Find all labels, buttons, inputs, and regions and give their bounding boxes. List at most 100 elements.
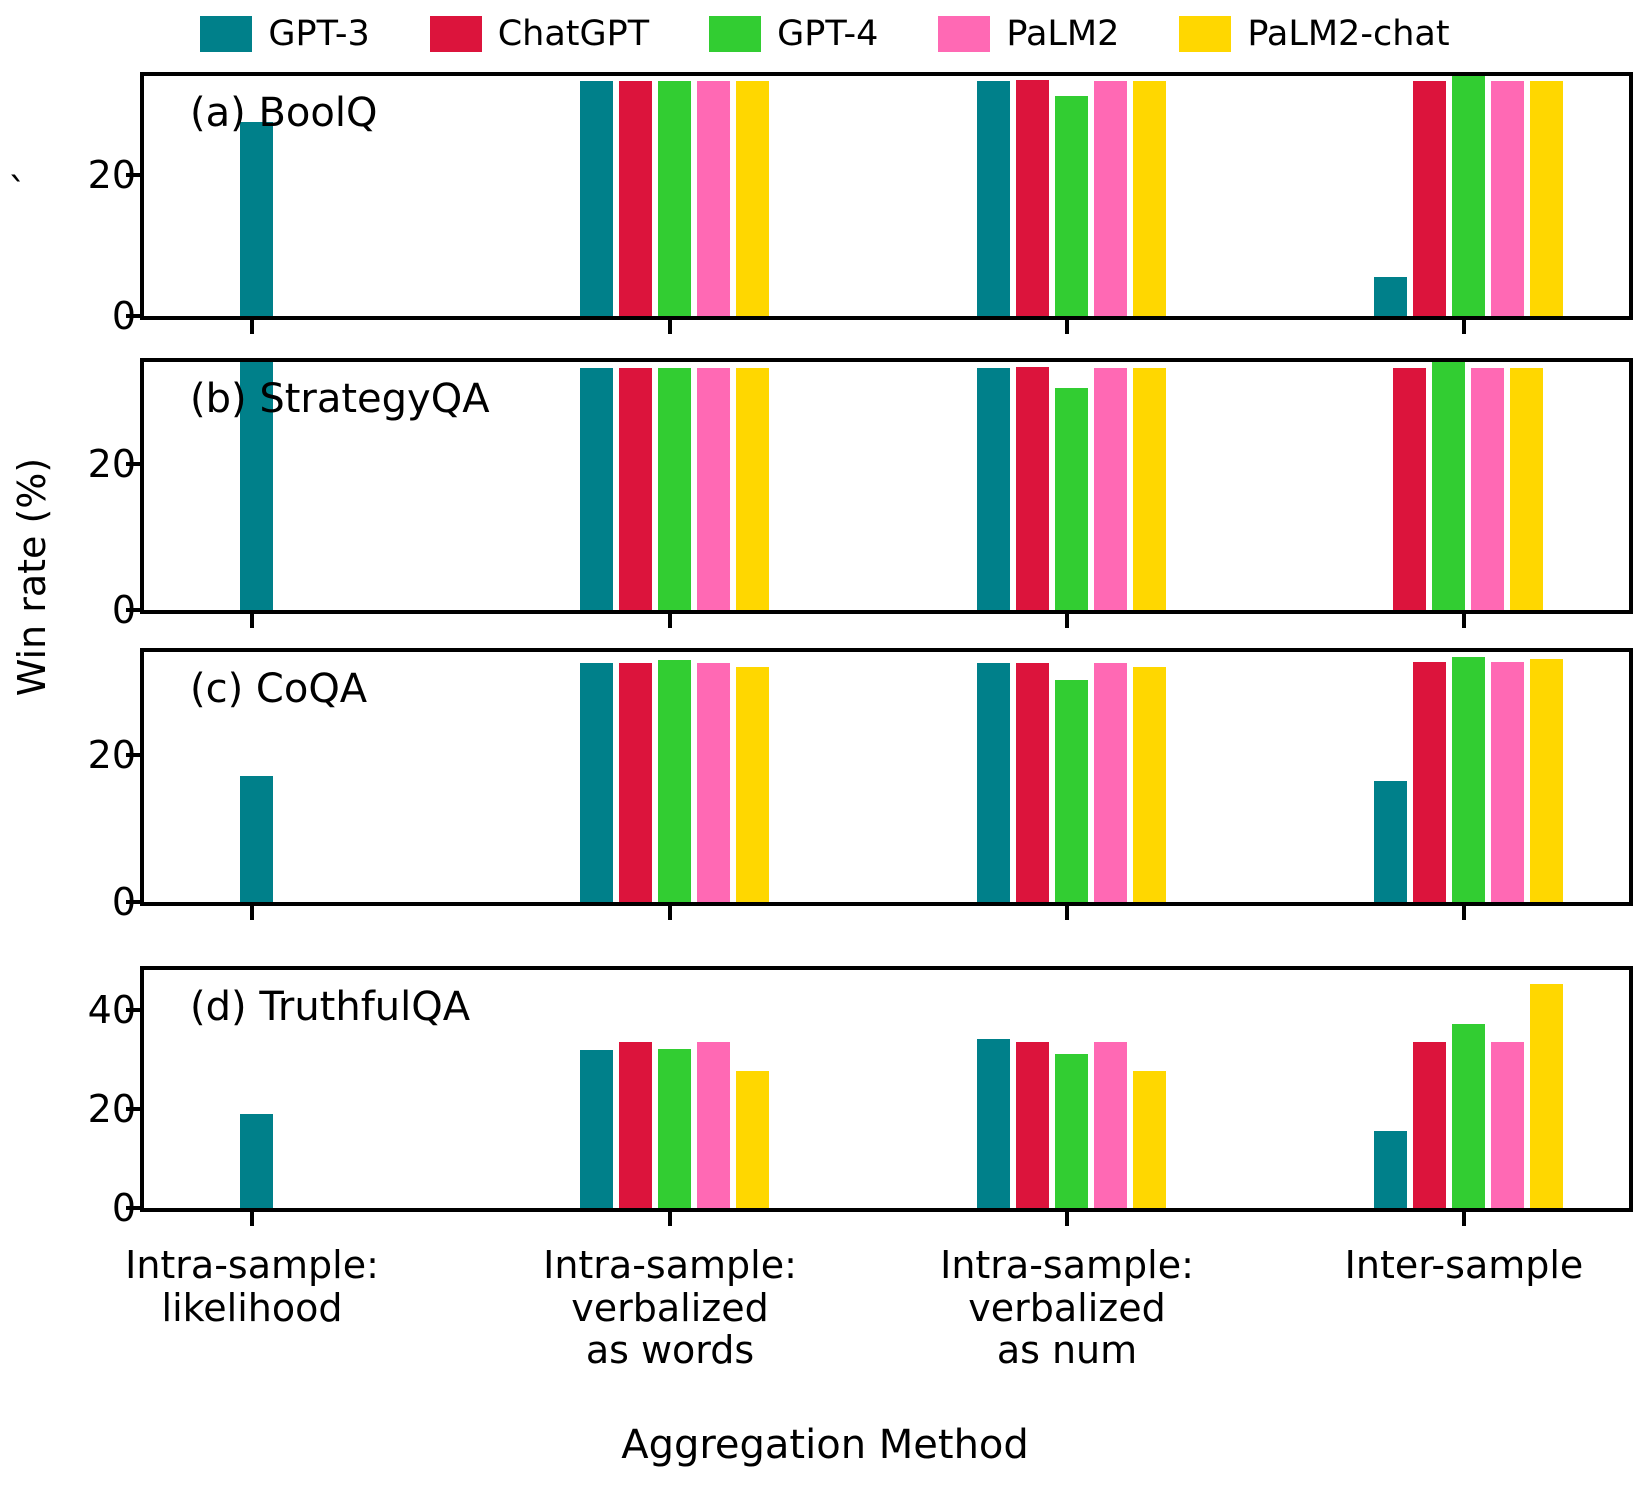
bar-d-3-gpt-4: [1451, 1023, 1485, 1208]
subplot-c: (c) CoQA: [140, 648, 1633, 906]
bar-b-0-gpt-3: [239, 362, 273, 610]
bar-c-2-gpt-3: [976, 663, 1010, 902]
x-tick-label-line: Intra-sample:: [940, 1243, 1194, 1287]
legend-swatch-icon: [938, 16, 991, 52]
bar-group-b-2: [969, 362, 1174, 610]
x-tick-mark-b-3: [1462, 614, 1466, 628]
x-tick-mark-b-1: [668, 614, 672, 628]
bar-b-1-palm2: [696, 367, 730, 610]
bar-a-2-gpt-4: [1054, 95, 1088, 316]
bar-b-2-gpt-3: [976, 367, 1010, 610]
bar-d-0-gpt-3: [239, 1113, 273, 1208]
bar-c-2-palm2-chat: [1132, 666, 1166, 902]
y-tick-label-a-0: 0: [111, 294, 136, 338]
legend-entry-gpt-4[interactable]: GPT-4: [709, 16, 878, 52]
bar-d-2-palm2-chat: [1132, 1071, 1166, 1208]
bar-group-d-3: [1366, 970, 1571, 1208]
bar-c-2-gpt-4: [1054, 679, 1088, 902]
bar-d-1-gpt-4: [657, 1049, 691, 1208]
clipped-tick-artifact: ˋ: [8, 170, 26, 204]
bar-group-b-0: [154, 362, 359, 610]
y-tick-mark-c-20: [126, 752, 140, 757]
bar-d-3-palm2-chat: [1529, 983, 1563, 1208]
legend-swatch-icon: [200, 16, 253, 52]
legend-swatch-icon: [1179, 16, 1232, 52]
bar-d-3-palm2: [1490, 1042, 1524, 1208]
x-tick-mark-d-0: [250, 1212, 254, 1226]
y-tick-label-b-0: 0: [111, 588, 136, 632]
plot-area-a: [144, 76, 1629, 316]
legend-entry-palm2[interactable]: PaLM2: [938, 16, 1119, 52]
x-tick-mark-a-0: [250, 320, 254, 334]
bar-c-1-gpt-3: [579, 663, 613, 902]
bar-d-1-palm2-chat: [735, 1071, 769, 1208]
x-tick-label-0: Intra-sample:likelihood: [52, 1244, 452, 1329]
bar-c-3-palm2-chat: [1529, 659, 1563, 902]
x-tick-mark-c-0: [250, 906, 254, 920]
bar-c-1-palm2: [696, 663, 730, 902]
y-tick-label-c-20: 20: [87, 732, 136, 777]
bar-group-a-3: [1366, 76, 1571, 316]
bar-d-2-chatgpt: [1015, 1042, 1049, 1208]
x-tick-mark-a-2: [1065, 320, 1069, 334]
bar-c-1-palm2-chat: [735, 666, 769, 902]
x-tick-label-line: verbalized: [968, 1285, 1166, 1330]
bar-c-1-chatgpt: [618, 663, 652, 902]
bar-group-a-2: [969, 76, 1174, 316]
x-tick-label-line: as num: [996, 1328, 1138, 1373]
bar-b-3-palm2: [1471, 367, 1504, 610]
bar-b-3-palm2-chat: [1510, 367, 1543, 610]
bar-group-c-3: [1366, 652, 1571, 902]
bar-c-0-gpt-3: [239, 775, 273, 902]
bar-a-2-chatgpt: [1015, 80, 1049, 316]
x-tick-mark-a-1: [668, 320, 672, 334]
bar-c-3-chatgpt: [1412, 661, 1446, 902]
bar-a-1-gpt-4: [657, 80, 691, 316]
bar-b-2-palm2-chat: [1132, 367, 1166, 610]
bar-a-2-palm2: [1093, 80, 1127, 316]
x-tick-mark-b-0: [250, 614, 254, 628]
x-tick-label-line: as words: [585, 1328, 755, 1373]
bar-group-b-1: [572, 362, 777, 610]
bar-b-2-gpt-4: [1054, 387, 1088, 610]
bar-a-0-gpt-3: [239, 121, 273, 316]
bar-b-3-chatgpt: [1393, 367, 1426, 610]
x-tick-label-3: Inter-sample: [1264, 1244, 1650, 1287]
bar-group-b-3: [1366, 362, 1571, 610]
bar-group-a-0: [154, 76, 359, 316]
bar-c-3-gpt-4: [1451, 657, 1485, 902]
legend-label: GPT-4: [777, 13, 879, 54]
bar-a-1-gpt-3: [579, 80, 613, 316]
x-tick-mark-c-1: [668, 906, 672, 920]
bar-group-c-0: [154, 652, 359, 902]
y-tick-mark-b-0: [126, 608, 140, 612]
plot-area-b: [144, 362, 1629, 610]
bar-d-3-chatgpt: [1412, 1042, 1446, 1208]
bar-a-3-chatgpt: [1412, 80, 1446, 316]
bar-a-2-palm2-chat: [1132, 80, 1166, 316]
y-tick-label-d-0: 0: [111, 1186, 136, 1230]
legend-entry-gpt-3[interactable]: GPT-3: [200, 16, 370, 52]
subplot-b: (b) StrategyQA: [140, 358, 1633, 614]
y-tick-label-d-40: 40: [87, 987, 136, 1032]
x-axis-title: Aggregation Method: [621, 1422, 1029, 1468]
bar-c-2-palm2: [1093, 663, 1127, 902]
bar-c-2-chatgpt: [1015, 663, 1049, 902]
legend-entry-chatgpt[interactable]: ChatGPT: [429, 16, 649, 52]
bar-d-2-gpt-4: [1054, 1054, 1088, 1208]
bar-b-2-palm2: [1093, 367, 1127, 610]
bar-a-3-palm2: [1490, 80, 1524, 316]
legend-entry-palm2-chat[interactable]: PaLM2-chat: [1179, 16, 1450, 52]
bar-d-1-palm2: [696, 1042, 730, 1208]
bar-b-1-gpt-4: [657, 367, 691, 610]
bar-a-1-chatgpt: [618, 80, 652, 316]
x-tick-label-line: likelihood: [161, 1285, 343, 1330]
x-tick-label-line: verbalized: [571, 1285, 769, 1330]
bar-b-3-gpt-4: [1432, 362, 1465, 610]
legend: GPT-3 ChatGPT GPT-4 PaLM2 PaLM2-chat: [0, 0, 1650, 68]
bar-group-a-1: [572, 76, 777, 316]
bar-a-1-palm2-chat: [735, 80, 769, 316]
bar-group-d-1: [572, 970, 777, 1208]
x-tick-mark-a-3: [1462, 320, 1466, 334]
